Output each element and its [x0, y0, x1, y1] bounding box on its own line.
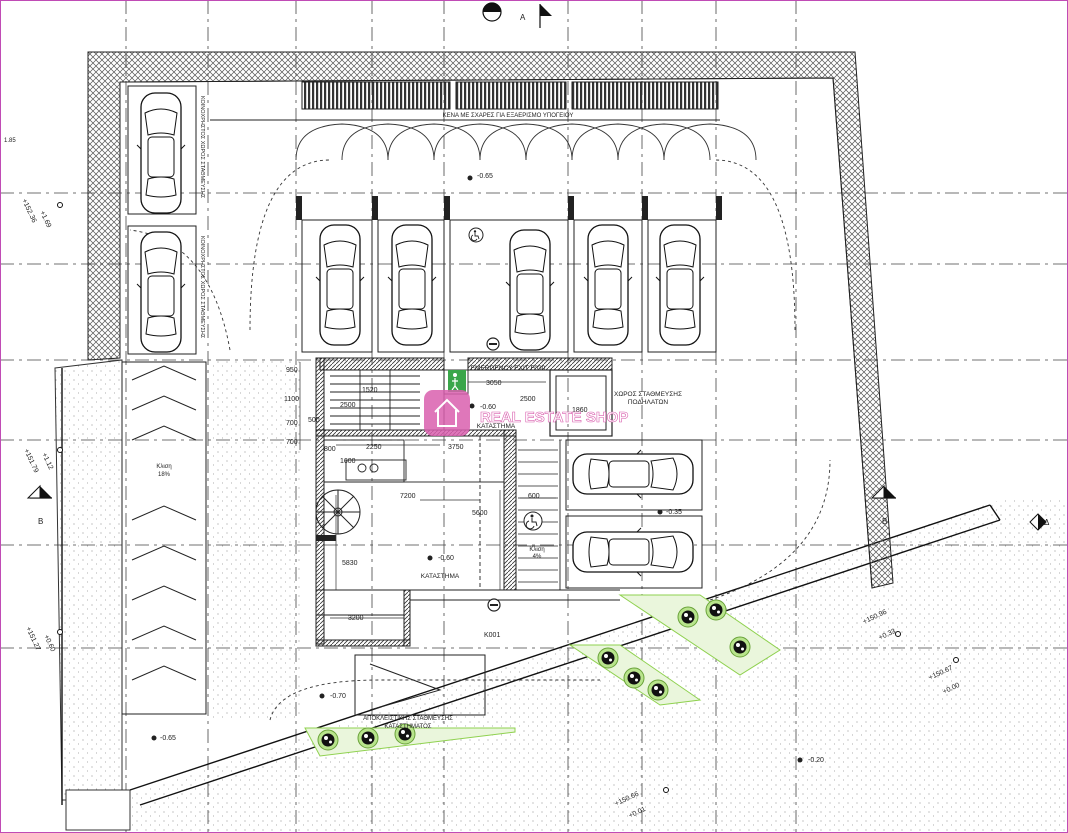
pillars	[296, 196, 722, 220]
section-label-b: B	[882, 517, 887, 526]
level-label: -0.65	[477, 173, 493, 180]
site-boundary	[61, 368, 1001, 806]
parked-car	[572, 527, 694, 577]
ramp-slope-label: Κλιση	[529, 547, 544, 553]
section-marker	[26, 484, 52, 499]
parked-car	[505, 229, 555, 351]
shop-label: ΚΑΤΑΣΤΗΜΑ	[477, 423, 516, 430]
common-parking-label: ΚΟΙΝΟΧΡΗΣΤΟΣ ΧΩΡΟΣ ΣΤΑΘΜΕΥΣΗΣ	[199, 236, 205, 339]
parked-car	[136, 92, 186, 214]
dimension-label: 5830	[342, 560, 358, 567]
parked-car	[655, 224, 705, 346]
dimension-label: 5600	[472, 510, 488, 517]
core-walls	[315, 357, 613, 647]
dimension-label: 2500	[340, 402, 356, 409]
ramp-slope-value: 4%	[533, 554, 542, 560]
dimension-label: 1860	[572, 407, 588, 414]
dimension-label: 950	[286, 367, 298, 374]
ramp-slope-value: 18%	[158, 472, 171, 478]
parked-car	[387, 224, 437, 346]
dimension-label: 7200	[400, 493, 416, 500]
shop-parking-bay	[354, 654, 486, 716]
parked-car	[572, 449, 694, 499]
watermark-text: REAL ESTATE SHOP	[480, 409, 628, 426]
house-logo-icon	[434, 398, 460, 427]
ramp-slope-label: Κλιση	[156, 464, 171, 470]
dimension-label: 700	[286, 420, 298, 427]
dimension-label: 700	[286, 439, 298, 446]
no-entry-icon	[486, 337, 500, 351]
arches	[129, 123, 831, 721]
left-parking-bays	[127, 85, 197, 355]
coordinate-markers	[57, 202, 959, 793]
dimension-label: 600	[528, 493, 540, 500]
section-label-d: Δ	[1044, 518, 1050, 527]
bicycle-parking-label: ΠΟΔΗΛΑΤΩΝ	[628, 399, 669, 406]
dimension-label: 3750	[448, 444, 464, 451]
parked-car	[136, 231, 186, 353]
level-label: -0.35	[666, 509, 682, 516]
dimension-label: 1520	[362, 387, 378, 394]
tree-icon	[357, 727, 379, 749]
watermark: REAL ESTATE SHOP	[424, 390, 629, 436]
level-label: -0.70	[330, 693, 346, 700]
section-marker	[539, 4, 552, 28]
top-parking-bays	[301, 219, 717, 353]
dimension-label: 3050	[486, 380, 502, 387]
tree-icon	[317, 729, 339, 751]
level-label: -0.20	[808, 757, 824, 764]
door-tag: K001	[484, 632, 500, 639]
ramp-chevrons	[121, 361, 207, 715]
tree-icon	[729, 636, 751, 658]
tree-icon	[705, 599, 727, 621]
dimension-label: 3200	[348, 615, 364, 622]
dimension-label: 2500	[520, 396, 536, 403]
no-entry-icon	[487, 598, 501, 612]
section-label-a: A	[520, 13, 526, 22]
dimension-label: 800	[324, 446, 336, 453]
tree-icon	[623, 667, 645, 689]
section-marker	[482, 2, 502, 22]
right-parking-bays	[565, 439, 703, 589]
level-label: -0.65	[160, 735, 176, 742]
dimension-label: 2250	[366, 444, 382, 451]
level-label: 1.85	[4, 138, 16, 144]
parked-car	[583, 224, 633, 346]
shop-parking-label: ΚΑΤΑΣΤΗΜΑΤΟΣ	[385, 724, 432, 730]
shop-parking-label: ΑΠΟΚΛΕΙΣΤΙΚΗΣ ΣΤΑΘΜΕΥΣΗΣ	[363, 716, 453, 722]
dimension-label: 1100	[284, 396, 299, 403]
accessible-ramp-icon	[523, 511, 543, 531]
emergency-exit-icon	[448, 370, 466, 392]
section-marker	[870, 484, 896, 499]
tree-icon	[647, 679, 669, 701]
level-markers	[151, 175, 803, 763]
shop-label: ΚΑΤΑΣΤΗΜΑ	[421, 573, 460, 580]
vent-grilles	[301, 81, 719, 110]
bicycle-parking-label: ΧΩΡΟΣ ΣΤΑΘΜΕΥΣΗΣ	[614, 391, 682, 398]
emergency-exit-label: EMERGENCY EXIT F030	[471, 365, 546, 372]
core-interior	[315, 369, 620, 641]
level-label: -0.60	[480, 404, 496, 411]
common-parking-label: ΚΟΙΝΟΧΡΗΣΤΟΣ ΧΩΡΟΣ ΣΤΑΘΜΕΥΣΗΣ	[199, 96, 205, 199]
parked-car	[315, 224, 365, 346]
accessible-parking-icon	[468, 227, 484, 243]
level-label: -0.60	[438, 555, 454, 562]
dimension-label: 500	[308, 417, 320, 424]
parking-area-outline	[119, 77, 873, 589]
section-label-b: B	[38, 517, 43, 526]
section-marker	[1029, 513, 1047, 531]
dimension-lines	[299, 362, 556, 619]
tree-icon	[597, 647, 619, 669]
dimension-label: 1600	[340, 458, 356, 465]
tree-icon	[677, 606, 699, 628]
vent-grilles-label: ΚΕΝΑ ΜΕ ΣΧΑΡΕΣ ΓΙΑ ΕΞΑΕΡΙΣΜΟ ΥΠΟΓΕΙΟΥ	[443, 113, 574, 119]
spiral-stair	[315, 489, 361, 535]
